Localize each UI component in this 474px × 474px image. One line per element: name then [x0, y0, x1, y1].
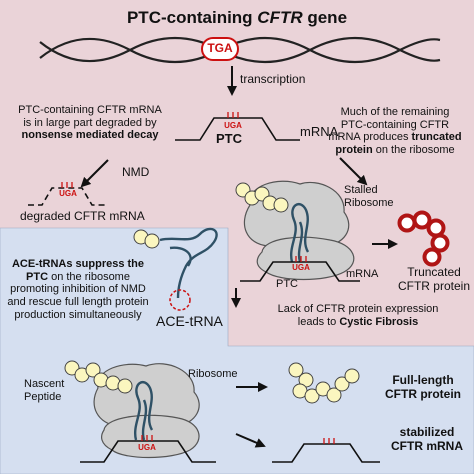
left-line-2: is in large part degraded by [23, 116, 157, 129]
truncated-label: Truncated CFTR protein [397, 265, 471, 293]
lack-text: Lack of CFTR protein expression leads to… [258, 303, 458, 328]
ribosome-label: Ribosome [188, 368, 238, 380]
tga-box [201, 37, 239, 61]
stabilized-codon-ticks [323, 438, 335, 444]
full-length-protein [288, 362, 360, 404]
degraded-mrna [28, 187, 108, 206]
stalled-trna [289, 203, 310, 263]
lack-line-2: leads to Cystic Fibrosis [258, 316, 458, 329]
top-ptc-label: PTC [216, 131, 242, 146]
ace-line-4: and rescue full length protein [7, 295, 149, 308]
ace-trna-beads [133, 229, 160, 249]
to-stabilized-arrow [235, 433, 266, 448]
stalled-beads [235, 182, 289, 213]
ace-description: ACE-tRNAs suppress the PTC on the riboso… [4, 258, 152, 321]
to-stalled-arrow [339, 157, 368, 186]
lack-line-1: Lack of CFTR protein expression [277, 303, 439, 315]
right-line-2: PTC-containing CFTR [340, 118, 450, 131]
nmd-arrow [80, 159, 109, 188]
ace-line-2-bold: PTC [26, 270, 49, 283]
top-mrna-label: mRNA [300, 124, 339, 139]
right-line-4-text: on the ribosome [372, 143, 455, 156]
degraded-label: degraded CFTR mRNA [20, 209, 145, 223]
stabilized-mrna [272, 443, 380, 463]
anticodon-circle [169, 289, 191, 311]
title-prefix: PTC-containing [126, 8, 258, 27]
ace-line-5: production simultaneously [14, 308, 142, 321]
transcription-label: transcription [240, 72, 306, 86]
stalled-label: Stalled Ribosome [344, 184, 394, 209]
left-description: PTC-containing CFTR mRNA is in large par… [4, 104, 176, 142]
degraded-uga: UGA [59, 189, 77, 198]
rescued-trna [133, 381, 154, 441]
rescued-uga: UGA [138, 443, 156, 452]
title-gene: CFTR [257, 8, 303, 27]
top-mrna-uga: UGA [224, 121, 242, 130]
right-line-4: protein on the ribosome [318, 144, 472, 157]
full-length-label: Full-length CFTR protein [385, 373, 461, 401]
stalled-mrna-label: mRNA [346, 268, 379, 280]
ace-line-3: promoting inhibition of NMD [10, 283, 146, 296]
rescued-mrna [80, 440, 216, 463]
figure-title: PTC-containing CFTR gene [110, 8, 364, 28]
nascent-label: Nascent Peptide [24, 378, 65, 403]
title-suffix: gene [302, 8, 348, 27]
rescued-ribosome [93, 363, 200, 459]
top-codon-ticks [227, 112, 239, 118]
right-line-4-bold: protein [335, 143, 373, 156]
right-line-1: Much of the remaining [340, 106, 450, 118]
stalled-mrna [240, 261, 360, 282]
stalled-uga: UGA [292, 263, 310, 272]
nmd-label: NMD [122, 165, 150, 179]
rescued-codon-ticks [141, 435, 153, 441]
lack-line-2-text: leads to [297, 315, 340, 328]
ace-trna-structure [159, 227, 218, 299]
gene-double-helix [39, 36, 441, 64]
right-line-3-text: mRNA produces [328, 131, 412, 144]
left-line-3: nonsense mediated decay [21, 129, 159, 142]
stalled-ptc-label: PTC [276, 278, 298, 290]
lack-line-2-bold: Cystic Fibrosis [339, 315, 419, 328]
ace-line-1: ACE-tRNAs suppress the [11, 258, 145, 270]
ace-line-2: PTC on the ribosome [4, 271, 152, 284]
stabilized-label: stabilized CFTR mRNA [391, 425, 463, 453]
degraded-codon-ticks [61, 182, 73, 188]
rescued-beads [64, 360, 133, 394]
truncated-protein [397, 210, 450, 267]
ace-line-2-text: on the ribosome [48, 270, 130, 283]
left-line-1: PTC-containing CFTR mRNA [18, 104, 162, 116]
tga-label: TGA [207, 41, 233, 55]
right-line-3: mRNA produces truncated [318, 131, 472, 144]
right-description: Much of the remaining PTC-containing CFT… [318, 106, 472, 157]
ace-trna-label: ACE-tRNA [156, 313, 223, 329]
right-line-3-bold: truncated [411, 131, 462, 144]
stalled-codon-ticks [295, 256, 307, 262]
